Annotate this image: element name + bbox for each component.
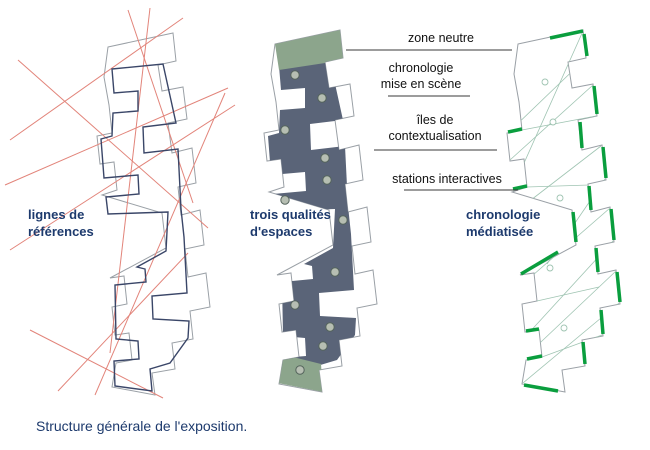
- reference-lines-group: [4, 7, 236, 399]
- media-screens-group: [507, 29, 622, 393]
- diagram-lignes-de-references: [4, 7, 236, 399]
- annotation-zone-neutre: zone neutre: [407, 31, 475, 45]
- annotation-stations-interactives: stations interactives: [392, 172, 502, 186]
- label-trois-qualites-espaces: trois qualités d'espaces: [250, 207, 331, 239]
- diagram-chronologie-mediatisee: [506, 29, 622, 393]
- figure-caption: Structure générale de l'exposition.: [36, 418, 248, 434]
- zone-neutre-top: [275, 30, 343, 70]
- label-chronologie-mediatisee: chronologie médiatisée: [466, 207, 541, 239]
- annotation-leader-lines: [346, 49, 518, 191]
- annotation-chronologie-mise-en-scene: chronologie mise en scène: [380, 61, 462, 91]
- interactive-stations-group: [280, 70, 348, 375]
- label-lignes-de-references: lignes de références: [28, 207, 94, 239]
- annotation-iles-de-contextualisation: îles de contextualisation: [388, 113, 482, 143]
- diagram-trois-qualites-espaces: [263, 29, 378, 393]
